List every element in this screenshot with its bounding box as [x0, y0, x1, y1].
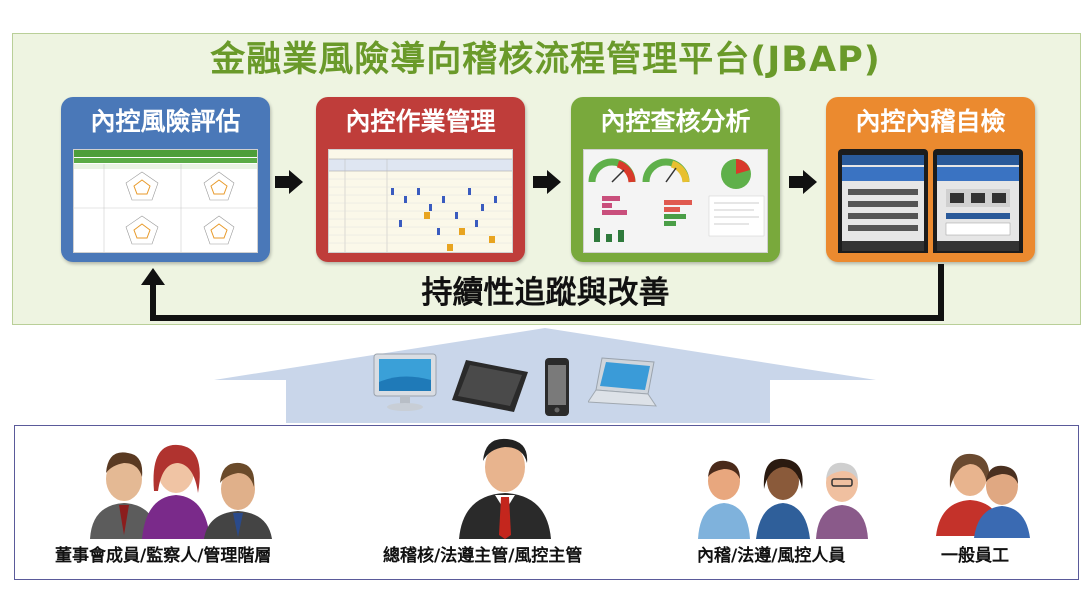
arrow-right-icon: [789, 170, 817, 194]
module-label: 內控風險評估: [90, 107, 241, 136]
user-group-label: 內稽/法遵/風控人員: [697, 546, 846, 566]
laptop-icon: [588, 357, 657, 407]
board-management-people-icon: [90, 444, 272, 539]
user-group-label: 總稽核/法遵主管/風控主管: [383, 546, 583, 566]
user-group-label: 一般員工: [941, 546, 1009, 566]
arrow-right-icon: [533, 170, 561, 194]
platform-title: 金融業風險導向稽核流程管理平台(JBAP): [210, 40, 881, 80]
feedback-loop-arrow: [141, 264, 944, 321]
module-label: 內控作業管理: [345, 107, 496, 136]
module-self-inspection[interactable]: 內控內稽自檢: [826, 97, 1035, 262]
operations-management-screenshot: [328, 149, 513, 253]
chief-auditor-person-icon: [459, 438, 551, 539]
employees-people-icon: [936, 453, 1030, 538]
module-label: 內控內稽自檢: [855, 107, 1006, 136]
feedback-label: 持續性追蹤與改善: [421, 275, 670, 311]
module-audit-analysis[interactable]: 內控查核分析: [571, 97, 780, 262]
risk-assessment-screenshot: [73, 149, 258, 253]
arrow-right-icon: [275, 170, 303, 194]
module-operations-management[interactable]: 內控作業管理: [316, 97, 525, 262]
audit-analysis-screenshot: [583, 149, 768, 253]
module-risk-assessment[interactable]: 內控風險評估: [61, 97, 270, 262]
tablet-icon: [452, 360, 528, 412]
smartphone-icon: [545, 358, 569, 416]
module-label: 內控查核分析: [600, 107, 751, 136]
desktop-monitor-icon: [373, 353, 437, 411]
audit-staff-people-icon: [698, 458, 868, 539]
self-inspection-phones: [838, 149, 1023, 253]
user-group-label: 董事會成員/監察人/管理階層: [55, 546, 272, 566]
